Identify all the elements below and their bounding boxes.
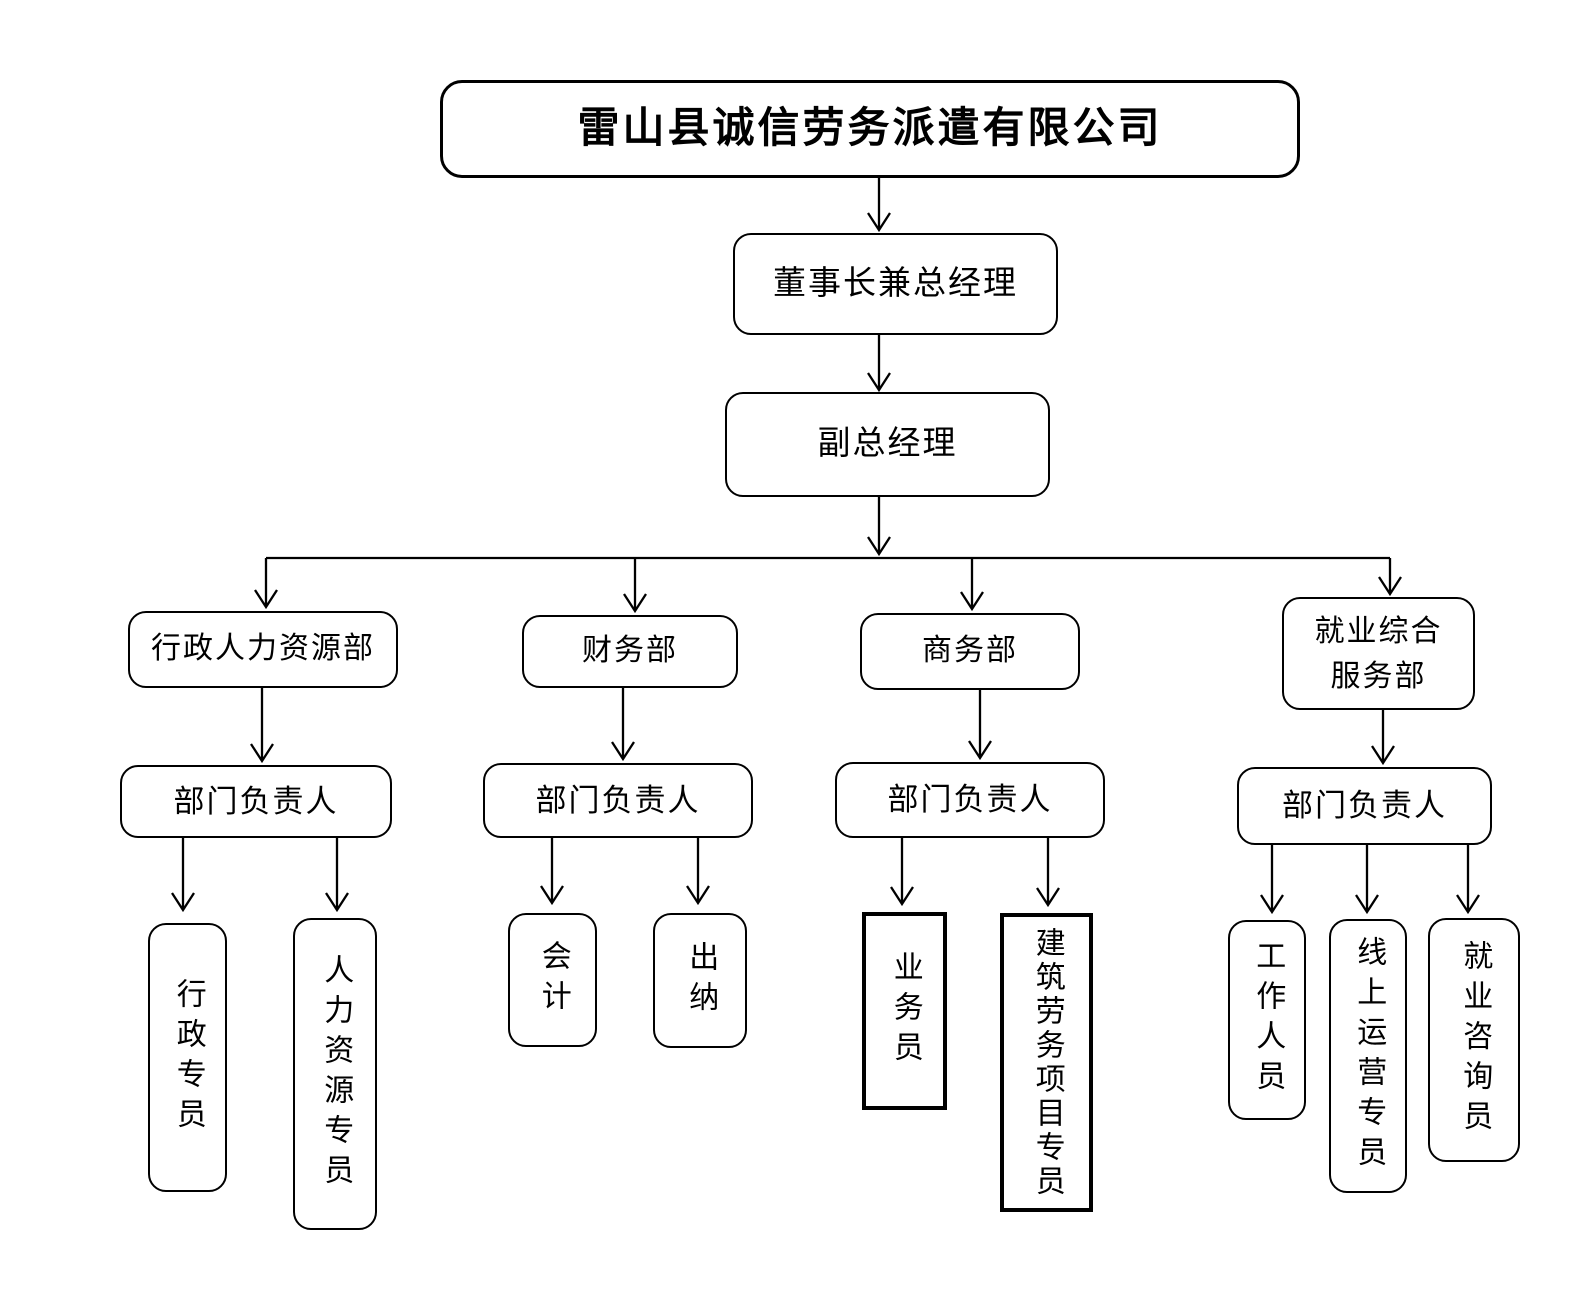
dept-finance-box: 财务部 (522, 615, 738, 688)
staff-admin-specialist-box: 行政专员 (148, 923, 227, 1192)
dept-head-label: 部门负责人 (173, 783, 339, 819)
staff-worker-box: 工作人员 (1228, 920, 1306, 1120)
company-name-label: 雷山县诚信劳务派遣有限公司 (577, 105, 1163, 152)
dept-head-label: 部门负责人 (535, 782, 701, 818)
staff-accountant-box: 会计 (508, 913, 597, 1047)
staff-accountant-label: 会计 (536, 940, 570, 1020)
chairman-label: 董事长兼总经理 (773, 265, 1018, 302)
staff-construction-labor-project-specialist-label: 建筑劳务项目专员 (1030, 926, 1064, 1199)
dept-finance-label: 财务部 (582, 634, 678, 668)
dept-business-label: 商务部 (922, 634, 1018, 668)
deputy-gm-box: 副总经理 (725, 392, 1050, 497)
dept-head-box-employment-service: 部门负责人 (1237, 767, 1492, 845)
dept-head-box-admin-hr: 部门负责人 (120, 765, 392, 838)
deputy-gm-label: 副总经理 (817, 426, 958, 463)
staff-salesperson-label: 业务员 (888, 951, 922, 1071)
staff-online-operation-specialist-label: 线上运营专员 (1352, 936, 1386, 1176)
staff-cashier-box: 出纳 (653, 913, 747, 1048)
staff-worker-label: 工作人员 (1251, 940, 1285, 1100)
staff-online-operation-specialist-box: 线上运营专员 (1329, 919, 1407, 1193)
dept-head-label: 部门负责人 (1282, 788, 1447, 824)
staff-admin-specialist-label: 行政专员 (171, 977, 205, 1138)
dept-admin-hr-label: 行政人力资源部 (151, 632, 375, 666)
dept-employment-service-box: 就业综合服务部 (1282, 597, 1475, 710)
staff-hr-specialist-label: 人力资源专员 (319, 954, 353, 1194)
dept-head-box-business: 部门负责人 (835, 762, 1105, 838)
dept-admin-hr-box: 行政人力资源部 (128, 611, 398, 688)
staff-cashier-label: 出纳 (684, 940, 718, 1021)
dept-business-box: 商务部 (860, 613, 1080, 690)
staff-salesperson-box: 业务员 (862, 912, 947, 1110)
dept-employment-service-label: 就业综合服务部 (1314, 614, 1443, 693)
staff-employment-consultant-label: 就业咨询员 (1458, 940, 1492, 1140)
dept-head-label: 部门负责人 (887, 782, 1053, 818)
company-name-box: 雷山县诚信劳务派遣有限公司 (440, 80, 1300, 178)
staff-employment-consultant-box: 就业咨询员 (1428, 918, 1520, 1162)
dept-head-box-finance: 部门负责人 (483, 763, 753, 838)
chairman-box: 董事长兼总经理 (733, 233, 1058, 335)
staff-hr-specialist-box: 人力资源专员 (293, 918, 377, 1230)
staff-construction-labor-project-specialist-box: 建筑劳务项目专员 (1000, 913, 1093, 1212)
